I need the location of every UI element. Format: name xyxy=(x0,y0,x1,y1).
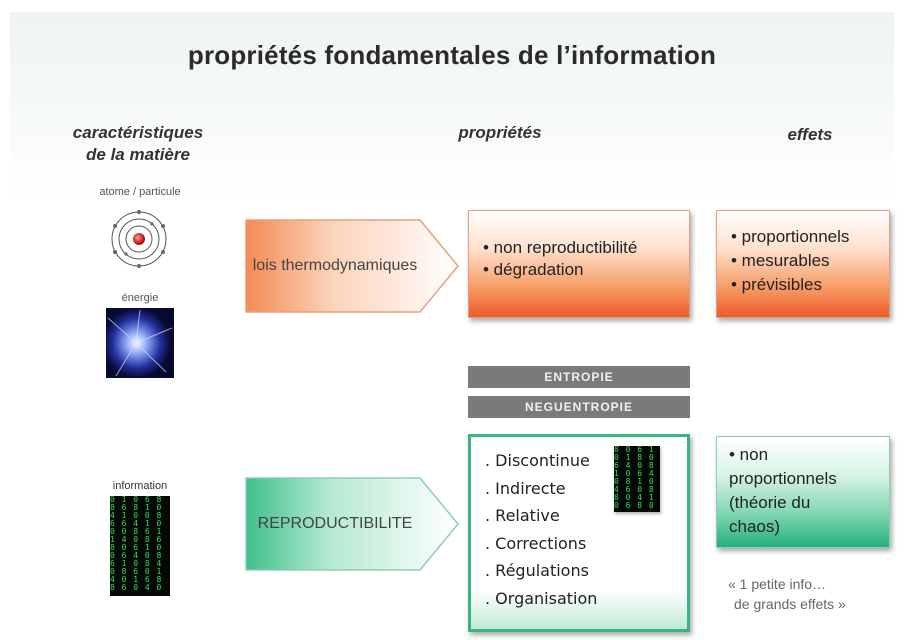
property-item: • dégradation xyxy=(483,260,584,279)
effect-item: (théorie du xyxy=(729,493,811,512)
effect-item: • mesurables xyxy=(731,251,830,270)
neguentropie-bar: NEGUENTROPIE xyxy=(468,396,690,418)
thermodynamics-arrow xyxy=(245,219,459,313)
property-item: • non reproductibilité xyxy=(483,238,638,257)
bottom-effects-box: • non proportionnels (théorie du chaos) xyxy=(716,436,890,548)
property-item: . Corrections xyxy=(485,533,587,553)
atom-icon xyxy=(111,210,167,268)
effect-item: • prévisibles xyxy=(731,275,822,294)
effect-item: chaos) xyxy=(729,517,781,536)
thermodynamics-label: lois thermodynamiques xyxy=(252,257,418,274)
property-item: . Discontinue xyxy=(485,451,590,470)
information-label: information xyxy=(112,480,168,492)
top-effects-box: • proportionnels • mesurables • prévisib… xyxy=(716,210,890,318)
energy-label: énergie xyxy=(121,292,159,304)
quote-line: « 1 petite info… xyxy=(728,576,827,592)
page-title: propriétés fondamentales de l’informatio… xyxy=(187,40,717,70)
property-item: . Indirecte xyxy=(485,478,566,498)
entropie-bar: ENTROPIE xyxy=(468,366,690,388)
effects-quote: « 1 petite info… de grands effets » xyxy=(722,574,892,614)
effect-item: • non xyxy=(729,445,769,464)
reproductibility-label: REPRODUCTIBILITE xyxy=(257,515,413,532)
effect-item: proportionnels xyxy=(729,469,837,488)
reproductibility-arrow xyxy=(245,477,459,571)
property-item: . Régulations xyxy=(485,561,589,580)
top-properties-box: • non reproductibilité • dégradation xyxy=(468,210,690,318)
column-header-matter: caractéristiques de la matière xyxy=(58,122,218,166)
energy-image-icon xyxy=(106,308,174,378)
atom-label: atome / particule xyxy=(99,186,181,198)
property-item: . Organisation xyxy=(485,588,598,608)
quote-line: de grands effets » xyxy=(734,596,846,612)
bottom-properties-box: . Discontinue . Indirecte . Relative . C… xyxy=(468,434,690,632)
column-header-matter-line2: de la matière xyxy=(86,145,190,164)
column-header-matter-line1: caractéristiques xyxy=(72,123,204,142)
column-header-properties: propriétés xyxy=(458,123,542,142)
effect-item: • proportionnels xyxy=(731,227,850,246)
column-header-effects: effets xyxy=(787,125,833,144)
property-item: . Relative xyxy=(485,506,560,525)
